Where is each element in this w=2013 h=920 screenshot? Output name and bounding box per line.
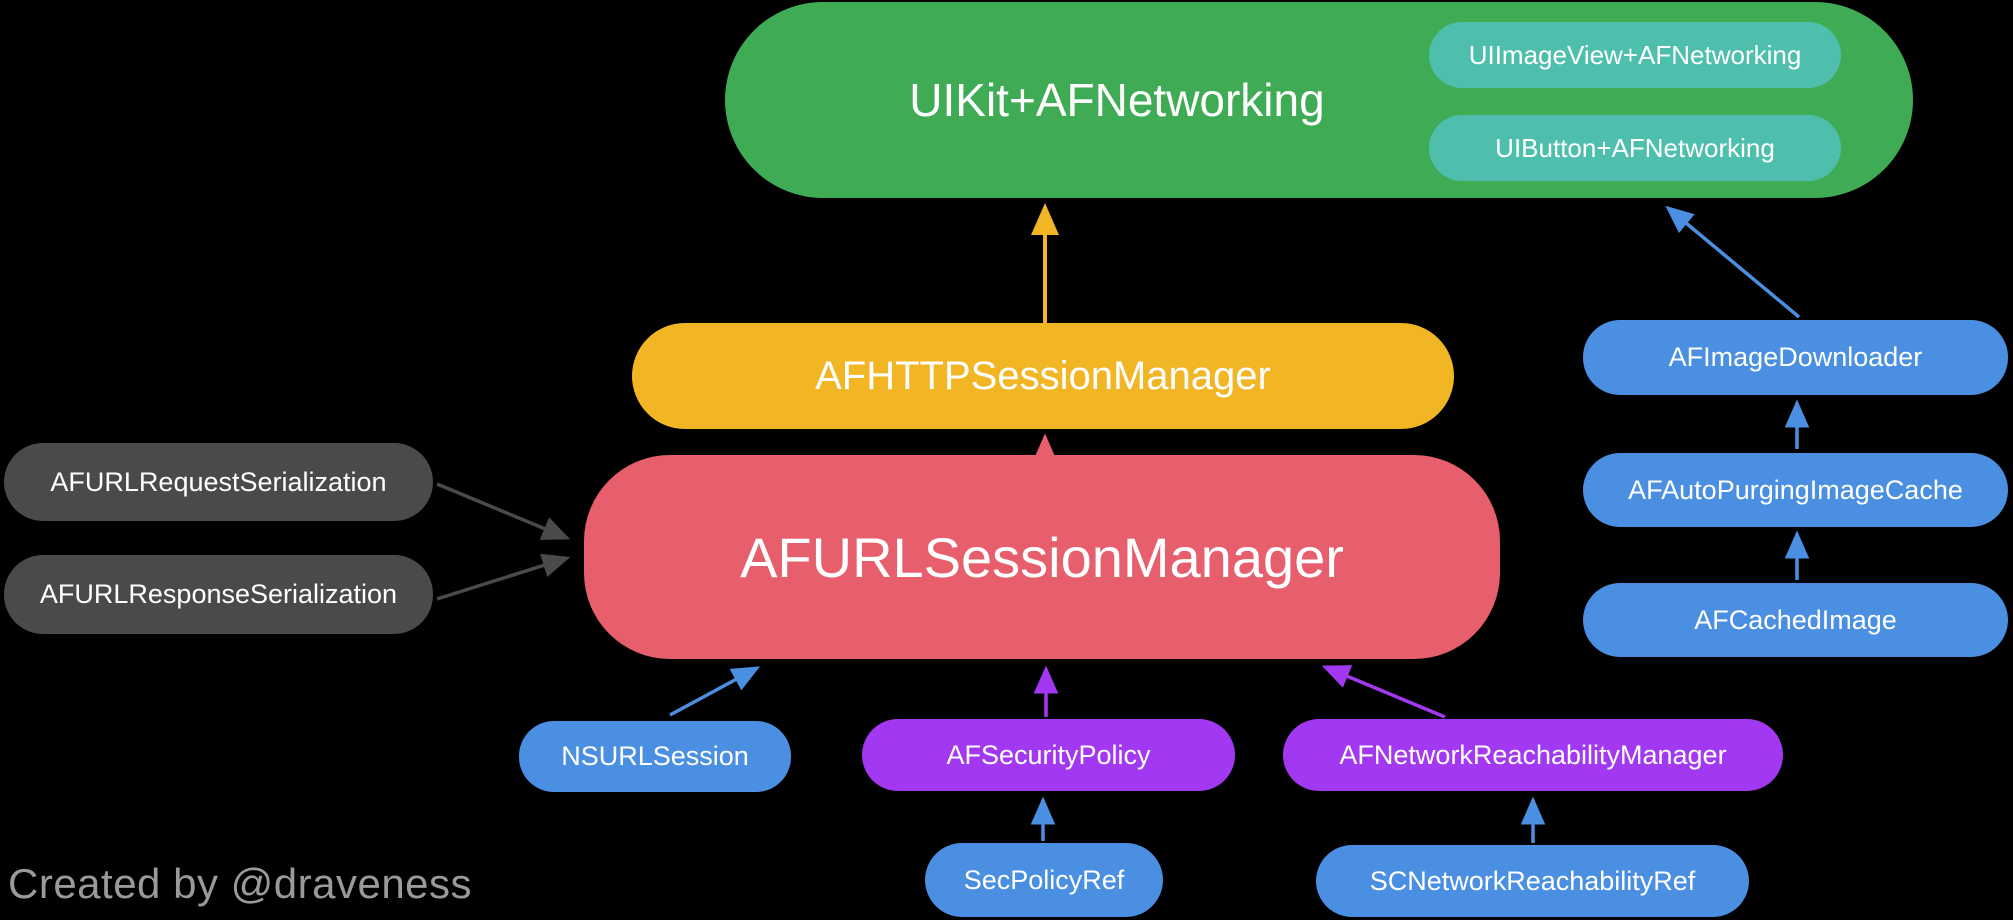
node-afsecuritypolicy: AFSecurityPolicy: [862, 719, 1235, 791]
node-afnetworkreachabilitymanager-label: AFNetworkReachabilityManager: [1339, 739, 1727, 770]
node-afurlresponseserialization-label: AFURLResponseSerialization: [39, 579, 398, 609]
node-afautopurgingimagecache-label: AFAutoPurgingImageCache: [1628, 474, 1963, 505]
node-afimagedownloader-label: AFImageDownloader: [1668, 342, 1923, 372]
node-nsurlsession: NSURLSession: [519, 721, 791, 792]
node-uibutton-afnetworking: UIButton+AFNetworking: [1429, 115, 1841, 181]
credit-text: Created by @draveness: [8, 860, 473, 907]
node-afurlsessionmanager-label: AFURLSessionManager: [740, 525, 1344, 589]
node-scnetworkreachabilityref: SCNetworkReachabilityRef: [1316, 845, 1749, 917]
node-uikit-afnetworking: UIKit+AFNetworking UIImageView+AFNetwork…: [725, 2, 1913, 198]
arrow-imagedownloader-to-uibutton: [1665, 205, 1801, 319]
node-secpolicyref-label: SecPolicyRef: [963, 864, 1125, 895]
node-secpolicyref: SecPolicyRef: [925, 843, 1163, 917]
node-afurlsessionmanager: AFURLSessionManager: [584, 455, 1500, 659]
node-afcachedimage: AFCachedImage: [1583, 583, 2008, 657]
node-uiimageview-afnetworking: UIImageView+AFNetworking: [1429, 22, 1841, 88]
node-afhttpsessionmanager-label: AFHTTPSessionManager: [815, 353, 1271, 398]
node-afimagedownloader: AFImageDownloader: [1583, 320, 2008, 395]
node-afhttpsessionmanager: AFHTTPSessionManager: [632, 323, 1454, 429]
node-afnetworkreachabilitymanager: AFNetworkReachabilityManager: [1283, 719, 1783, 791]
node-uikit-afnetworking-label: UIKit+AFNetworking: [909, 74, 1325, 126]
node-afcachedimage-label: AFCachedImage: [1694, 604, 1897, 635]
node-afurlresponseserialization: AFURLResponseSerialization: [4, 555, 433, 634]
node-uibutton-afnetworking-label: UIButton+AFNetworking: [1495, 132, 1775, 163]
node-afsecuritypolicy-label: AFSecurityPolicy: [946, 739, 1151, 770]
arrow-reachabilitymanager-to-afurl: [1321, 665, 1446, 719]
arrow-responseserialization-to-afurl: [436, 553, 571, 601]
node-uiimageview-afnetworking-label: UIImageView+AFNetworking: [1468, 39, 1802, 70]
node-afautopurgingimagecache: AFAutoPurgingImageCache: [1583, 453, 2008, 527]
node-nsurlsession-label: NSURLSession: [561, 741, 749, 771]
node-scnetworkreachabilityref-label: SCNetworkReachabilityRef: [1369, 865, 1696, 896]
arrow-requestserialization-to-afurl: [436, 482, 571, 540]
arrow-nsurlsession-to-afurl: [669, 666, 761, 717]
node-afurlrequestserialization: AFURLRequestSerialization: [4, 443, 433, 521]
node-afurlrequestserialization-label: AFURLRequestSerialization: [50, 466, 387, 497]
